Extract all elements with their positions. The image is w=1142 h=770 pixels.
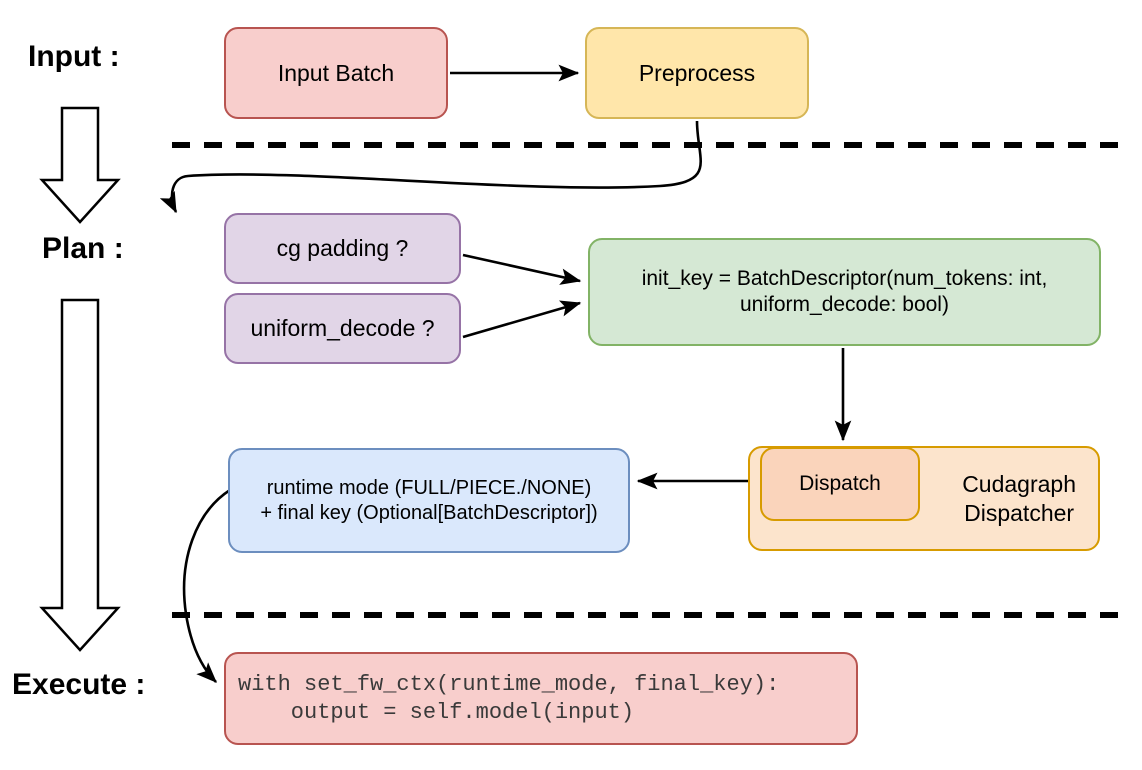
node-uniform-decode[interactable]: uniform_decode ? — [224, 293, 461, 364]
node-cudagraph-dispatcher[interactable]: Cudagraph Dispatcher — [748, 446, 1100, 551]
edge-cg-padding-to-init-key — [462, 253, 582, 285]
stage-label-input: Input : — [28, 40, 120, 73]
node-runtime-mode[interactable]: runtime mode (FULL/PIECE./NONE) + final … — [228, 448, 630, 553]
node-input-batch[interactable]: Input Batch — [224, 27, 448, 119]
node-cg-padding[interactable]: cg padding ? — [224, 213, 461, 284]
stage-label-execute: Execute : — [12, 668, 146, 701]
plan-to-execute-arrow — [39, 298, 121, 652]
edge-runtime-mode-to-exec-code — [182, 488, 231, 683]
edge-preprocess-to-cg-padding — [159, 120, 703, 214]
input-to-plan-arrow — [39, 106, 121, 224]
node-execute-code-block[interactable]: with set_fw_ctx(runtime_mode, final_key)… — [224, 652, 858, 745]
node-dispatch[interactable]: Dispatch — [760, 447, 920, 521]
node-preprocess[interactable]: Preprocess — [585, 27, 809, 119]
node-init-key-batchdescriptor[interactable]: init_key = BatchDescriptor(num_tokens: i… — [588, 238, 1101, 346]
stage-label-plan: Plan : — [42, 232, 124, 265]
edge-uniform-decode-to-init-key — [462, 300, 582, 339]
